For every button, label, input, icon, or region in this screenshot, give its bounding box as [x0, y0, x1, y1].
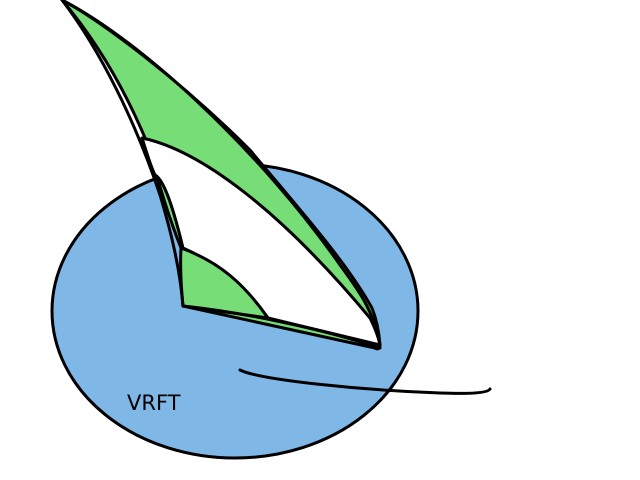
sail-leading-edge [60, 0, 382, 347]
mast-line [60, 0, 185, 308]
vrft-label: VRFT [127, 391, 181, 415]
boom-line [181, 304, 382, 350]
trailing-curve-line [238, 368, 492, 395]
